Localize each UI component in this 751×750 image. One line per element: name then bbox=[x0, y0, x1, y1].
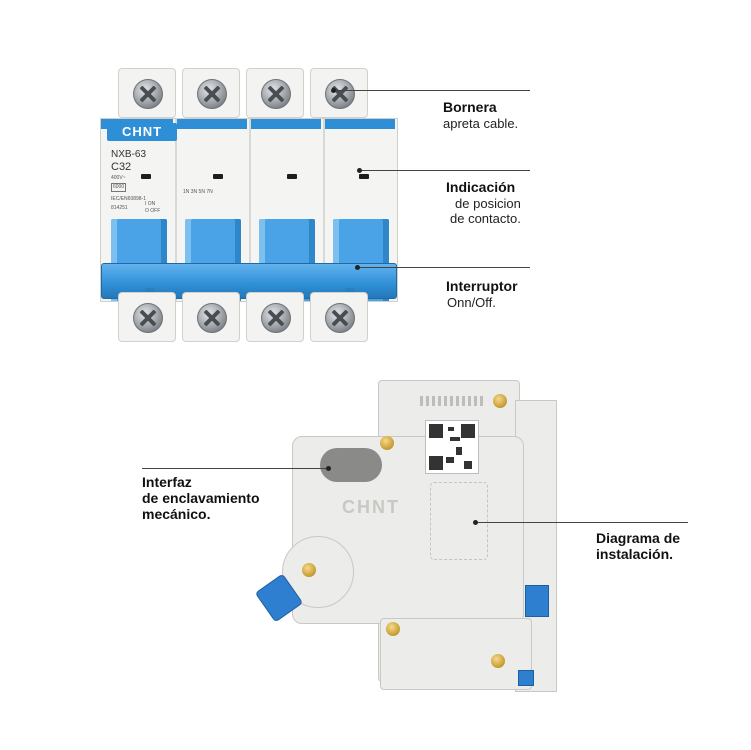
callout-line-interlock bbox=[142, 468, 327, 469]
bottom-terminal-3 bbox=[246, 292, 304, 342]
rating-label: C32 bbox=[111, 161, 132, 173]
top-terminal-4 bbox=[310, 68, 368, 118]
callout-switch-title: Interruptor bbox=[446, 278, 518, 294]
callout-diagram-title: Diagrama de instalación. bbox=[596, 530, 681, 562]
contact-indicator-2 bbox=[213, 174, 223, 179]
callout-dot-interlock bbox=[326, 466, 331, 471]
callout-line-switch bbox=[360, 267, 530, 268]
switch-legend: I ON O OFF bbox=[145, 201, 161, 214]
rivet-icon bbox=[302, 563, 316, 577]
voltage-label: 400V~ bbox=[111, 175, 126, 181]
screw-icon bbox=[133, 303, 163, 333]
brand-logo: CHNT bbox=[107, 123, 177, 141]
capacity-label: 6000 bbox=[111, 183, 127, 192]
callout-dot-switch bbox=[355, 265, 360, 270]
callout-switch-desc: Onn/Off. bbox=[447, 295, 496, 310]
screw-icon bbox=[325, 79, 355, 109]
screw-icon bbox=[197, 303, 227, 333]
side-round-boss bbox=[282, 536, 354, 608]
screw-icon bbox=[261, 303, 291, 333]
top-terminal-1 bbox=[118, 68, 176, 118]
bottom-terminal-1 bbox=[118, 292, 176, 342]
screw-icon bbox=[133, 79, 163, 109]
standard-label: IEC/EN60898-1 bbox=[111, 196, 147, 202]
installation-diagram bbox=[430, 482, 488, 560]
bottom-terminal-2 bbox=[182, 292, 240, 342]
callout-terminal-desc: apreta cable. bbox=[443, 116, 519, 131]
callout-indicator-desc: de posicion de contacto. bbox=[450, 196, 521, 226]
contact-indicator-3 bbox=[287, 174, 297, 179]
blue-din-clip bbox=[525, 585, 549, 617]
top-terminal-2 bbox=[182, 68, 240, 118]
side-bottom-housing bbox=[380, 618, 532, 690]
callout-indicator-title: Indicación bbox=[446, 179, 516, 195]
screw-icon bbox=[325, 303, 355, 333]
bottom-terminal-4 bbox=[310, 292, 368, 342]
rivet-icon bbox=[491, 654, 505, 668]
callout-line-diagram bbox=[478, 522, 688, 523]
rivet-icon bbox=[493, 394, 507, 408]
interlock-slot bbox=[320, 448, 382, 482]
embossed-brand: CHNT bbox=[342, 497, 400, 517]
callout-interlock-title: Interfaz de enclavamiento mecánico. bbox=[142, 474, 260, 522]
callout-dot-terminal bbox=[331, 88, 336, 93]
callout-dot-diagram bbox=[473, 520, 478, 525]
callout-terminal-title: Bornera bbox=[443, 99, 497, 115]
callout-line-indicator bbox=[362, 170, 530, 171]
code-label: 814251 bbox=[111, 205, 128, 211]
model-label: NXB-63 bbox=[111, 149, 147, 160]
top-terminal-3 bbox=[246, 68, 304, 118]
rivet-icon bbox=[380, 436, 394, 450]
side-view-figure: CHNT Interfaz de enclavamiento mecánico.… bbox=[0, 370, 751, 750]
qr-code bbox=[425, 420, 479, 474]
contact-indicator-4 bbox=[359, 174, 369, 179]
callout-line-terminal bbox=[336, 90, 530, 91]
vent-grille bbox=[420, 396, 484, 406]
blue-din-tab bbox=[518, 670, 534, 686]
screw-icon bbox=[197, 79, 227, 109]
callout-dot-indicator bbox=[357, 168, 362, 173]
screw-icon bbox=[261, 79, 291, 109]
contact-indicator-1 bbox=[141, 174, 151, 179]
terminal-codes: 1N 3N 5N 7N bbox=[183, 189, 213, 195]
rivet-icon bbox=[386, 622, 400, 636]
front-view-figure: CHNT NXB-63 C32 400V~ 6000 IEC/EN60898-1… bbox=[0, 0, 751, 370]
